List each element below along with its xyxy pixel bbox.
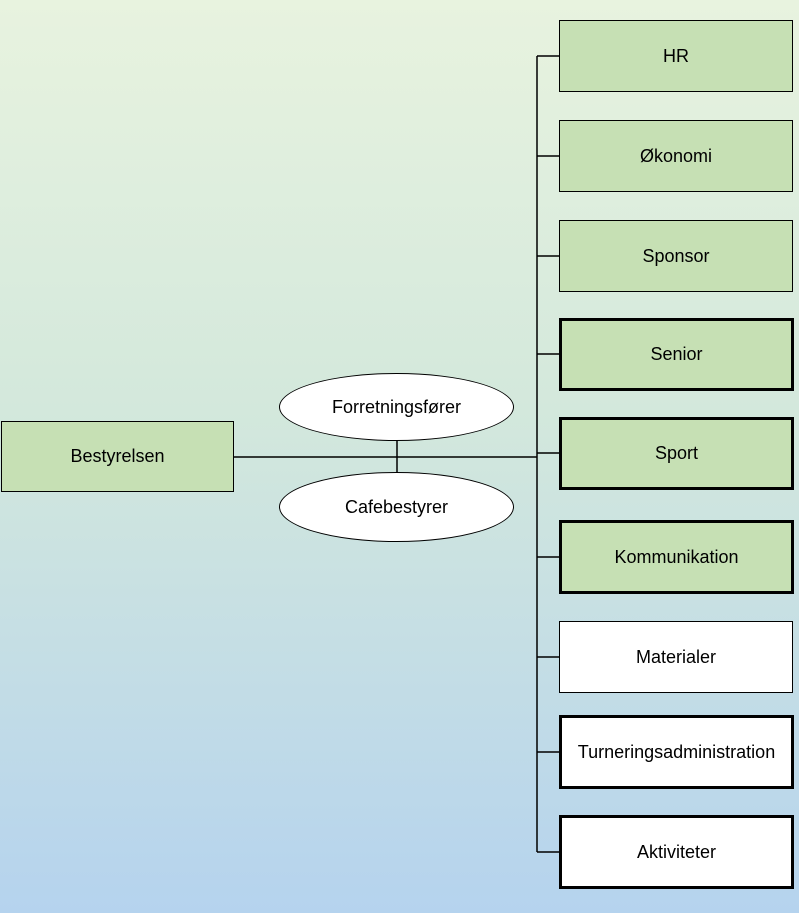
node-forretningsforer: Forretningsfører xyxy=(279,373,514,441)
node-hr: HR xyxy=(559,20,793,92)
node-label: Kommunikation xyxy=(614,546,739,567)
node-label: Bestyrelsen xyxy=(70,446,165,466)
node-materialer: Materialer xyxy=(559,621,793,693)
node-label: Aktiviteter xyxy=(636,841,717,862)
node-label: Turneringsadministration xyxy=(577,741,776,762)
node-label: Sponsor xyxy=(642,245,710,266)
node-senior: Senior xyxy=(559,318,794,391)
node-bestyrelsen: Bestyrelsen xyxy=(1,421,234,492)
node-label: Forretningsfører xyxy=(331,396,462,417)
node-label: HR xyxy=(663,45,689,66)
node-kommunikation: Kommunikation xyxy=(559,520,794,594)
node-cafebestyrer: Cafebestyrer xyxy=(279,472,514,542)
node-turneringsadministration: Turneringsadministration xyxy=(559,715,794,789)
node-label: Cafebestyrer xyxy=(344,496,449,517)
node-aktiviteter: Aktiviteter xyxy=(559,815,794,889)
node-label: Økonomi xyxy=(639,145,713,166)
node-okonomi: Økonomi xyxy=(559,120,793,192)
node-sport: Sport xyxy=(559,417,794,490)
node-label: Materialer xyxy=(635,646,717,667)
node-sponsor: Sponsor xyxy=(559,220,793,292)
node-label: Senior xyxy=(650,344,703,364)
node-label: Sport xyxy=(654,443,699,463)
